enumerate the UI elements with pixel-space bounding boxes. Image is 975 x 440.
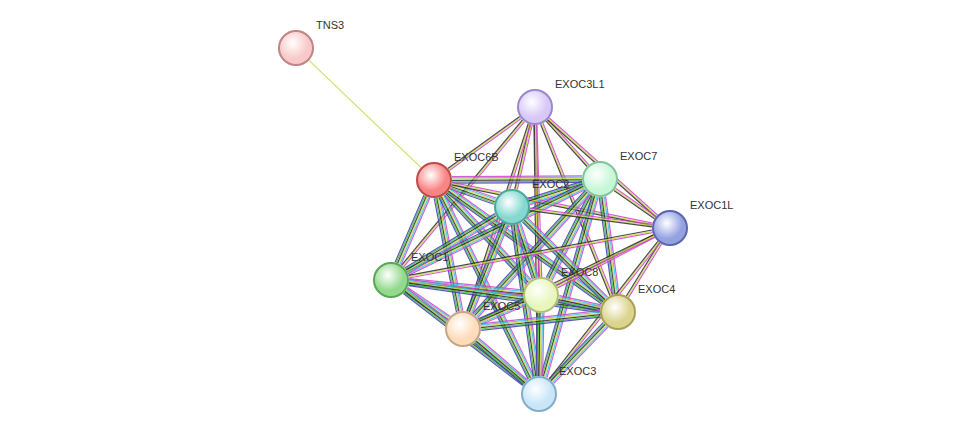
evidence-line (615, 189, 656, 217)
evidence-line (547, 120, 588, 165)
evidence-line (476, 341, 525, 383)
interaction-edge (546, 120, 589, 167)
evidence-line (405, 215, 495, 269)
interaction-edge (448, 117, 521, 171)
evidence-line (477, 340, 526, 382)
evidence-line (601, 197, 614, 294)
interaction-edge (408, 279, 600, 312)
node-label: EXOC7 (620, 150, 657, 162)
evidence-line (449, 118, 521, 170)
evidence-line (551, 325, 605, 381)
evidence-line (558, 302, 600, 311)
evidence-line (475, 343, 524, 385)
protein-node: TNS3 (278, 30, 314, 66)
protein-node: EXOC3L1 (517, 89, 553, 125)
evidence-line (616, 188, 657, 216)
evidence-line (546, 121, 587, 166)
evidence-line (481, 313, 600, 326)
node-label: EXOC6B (454, 151, 499, 163)
node-label: EXOC8 (561, 266, 598, 278)
evidence-line (452, 175, 582, 177)
evidence-line (481, 316, 600, 329)
evidence-line (479, 300, 524, 320)
evidence-line (530, 211, 652, 227)
evidence-line (481, 317, 600, 330)
evidence-line (309, 60, 421, 167)
evidence-line (552, 325, 606, 381)
node-label: EXOC1 (411, 251, 448, 263)
interaction-edge (475, 338, 528, 385)
node-label: EXOC5 (483, 300, 520, 312)
evidence-line (481, 312, 600, 325)
evidence-line (554, 327, 608, 383)
node-label: EXOC4 (638, 283, 675, 295)
node-label: EXOC3 (559, 365, 596, 377)
evidence-line (558, 301, 600, 310)
evidence-line (479, 338, 528, 380)
evidence-line (549, 323, 603, 379)
node-label: EXOC2 (532, 178, 569, 190)
protein-node: EXOC4 (600, 294, 636, 330)
evidence-line (599, 197, 612, 294)
evidence-line (558, 238, 655, 288)
node-label: EXOC1L (690, 199, 733, 211)
protein-node: EXOC8 (523, 277, 559, 313)
interaction-edge (467, 223, 509, 314)
protein-node: EXOC1 (373, 262, 409, 298)
protein-node: EXOC3 (521, 376, 557, 412)
evidence-line (448, 117, 520, 169)
node-label: TNS3 (316, 19, 344, 31)
evidence-line (530, 209, 652, 225)
evidence-line (475, 342, 524, 384)
evidence-line (550, 324, 604, 380)
evidence-line (478, 339, 527, 381)
interaction-edge (614, 188, 656, 218)
interaction-edge (549, 241, 660, 380)
evidence-line (603, 197, 616, 294)
evidence-line (553, 326, 607, 382)
evidence-line (404, 293, 523, 385)
interaction-edge (403, 288, 526, 385)
evidence-line (403, 294, 523, 386)
protein-node: EXOC6B (416, 162, 452, 198)
interaction-edge (549, 323, 608, 384)
evidence-line (614, 190, 655, 218)
evidence-line (449, 119, 521, 171)
protein-node: EXOC1L (652, 210, 688, 246)
interaction-edge (599, 196, 619, 294)
evidence-line (549, 241, 658, 379)
evidence-line (481, 315, 600, 328)
interaction-edge (481, 311, 601, 331)
evidence-line (478, 299, 523, 319)
protein-node: EXOC2 (494, 189, 530, 225)
node-label: EXOC3L1 (555, 78, 605, 90)
evidence-line (550, 242, 659, 380)
protein-node: EXOC7 (582, 161, 618, 197)
interaction-edge (309, 60, 421, 167)
evidence-line (530, 208, 652, 224)
interaction-edge (558, 296, 601, 312)
evidence-line (472, 224, 508, 313)
interaction-edge (530, 208, 653, 227)
evidence-line (405, 214, 495, 268)
evidence-line (602, 197, 615, 294)
protein-node: EXOC5 (445, 311, 481, 347)
